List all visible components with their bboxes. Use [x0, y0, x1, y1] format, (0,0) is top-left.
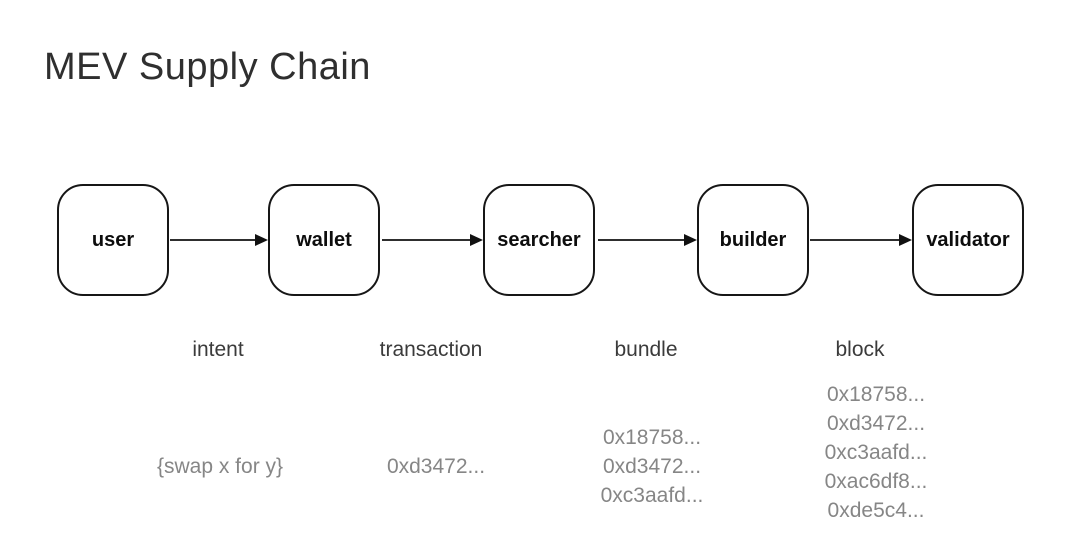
node-builder: builder [697, 184, 809, 296]
flow-values-transaction: 0xd3472... [326, 452, 546, 481]
flow-label-transaction: transaction [379, 338, 483, 361]
flow-label-block: block [835, 338, 885, 361]
arrow-wallet-to-searcher-icon [382, 233, 483, 246]
flow-values-bundle: 0x18758... 0xd3472... 0xc3aafd... [542, 423, 762, 510]
flow-value-line: 0xc3aafd... [600, 484, 704, 507]
flow-value-line: 0xd3472... [602, 455, 702, 478]
node-user: user [57, 184, 169, 296]
flow-value-line: 0x18758... [602, 426, 702, 449]
diagram-title: MEV Supply Chain [44, 46, 371, 88]
flow-value-line: 0xde5c4... [827, 499, 925, 522]
flow-value-line: {swap x for y} [156, 455, 284, 478]
flow-values-block: 0x18758... 0xd3472... 0xc3aafd... 0xac6d… [766, 380, 986, 525]
flow-value-line: 0xd3472... [386, 455, 486, 478]
node-searcher: searcher [483, 184, 595, 296]
flow-value-line: 0xac6df8... [824, 470, 928, 493]
flow-values-intent: {swap x for y} [110, 452, 330, 481]
arrow-builder-to-validator-icon [810, 233, 912, 246]
flow-label-intent: intent [192, 338, 244, 361]
node-wallet: wallet [268, 184, 380, 296]
flow-value-line: 0xc3aafd... [824, 441, 928, 464]
flow-value-line: 0x18758... [826, 383, 926, 406]
node-validator: validator [912, 184, 1024, 296]
arrow-user-to-wallet-icon [170, 233, 268, 246]
flow-value-line: 0xd3472... [826, 412, 926, 435]
flow-label-bundle: bundle [614, 338, 678, 361]
arrow-searcher-to-builder-icon [598, 233, 697, 246]
